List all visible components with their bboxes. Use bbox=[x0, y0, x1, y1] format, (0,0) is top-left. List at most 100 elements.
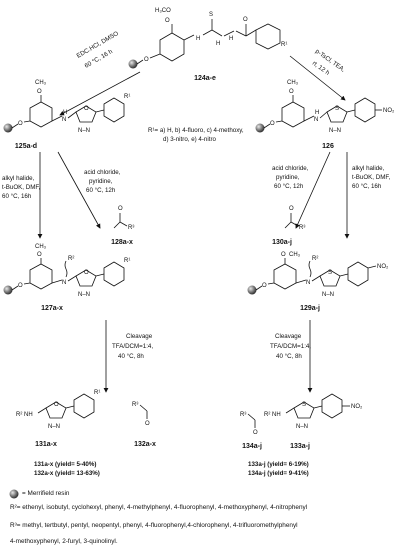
cond-acid-right-3: 60 °C, 12h bbox=[274, 183, 304, 190]
svg-text:R²: R² bbox=[16, 412, 22, 418]
label-125: 125a-d bbox=[15, 143, 37, 150]
svg-text:CH₃: CH₃ bbox=[289, 252, 301, 258]
compound-125: O O CH₃ H N O N–N R¹ 125a-d bbox=[3, 80, 130, 150]
svg-text:H: H bbox=[315, 110, 319, 116]
compound-132: R³ O 132a-x bbox=[132, 402, 156, 448]
svg-text:N–N: N–N bbox=[322, 292, 334, 298]
atom-hn: H bbox=[216, 41, 220, 47]
cond-acid-left-2: pyridine, bbox=[89, 178, 113, 185]
label-124: 124a-e bbox=[194, 75, 216, 82]
svg-text:O: O bbox=[37, 89, 42, 95]
svg-text:R²: R² bbox=[264, 412, 270, 418]
cond-alkyl-right-2: t-BuOK, DMF, bbox=[352, 174, 390, 181]
yield-133: 133a-j (yield= 6-19%) bbox=[248, 461, 309, 468]
svg-text:O: O bbox=[262, 283, 267, 289]
merrifield-resin-icon bbox=[247, 285, 257, 295]
svg-text:N–N: N–N bbox=[48, 424, 60, 430]
atom-o: O bbox=[144, 57, 149, 63]
arrow-124-to-126 bbox=[289, 55, 346, 101]
svg-text:NO₂: NO₂ bbox=[351, 404, 363, 410]
label-131: 131a-x bbox=[35, 441, 57, 448]
svg-text:CH₃: CH₃ bbox=[35, 80, 47, 86]
label-130: 130a-j bbox=[272, 239, 292, 246]
compound-128: O R³ 128a-x bbox=[111, 206, 134, 246]
cond-cleavage-right-1: Cleavage bbox=[275, 333, 302, 340]
label-134: 134a-j bbox=[242, 443, 262, 450]
compound-126: O O CH₃ H N S N–N NO₂ 126 bbox=[255, 80, 395, 150]
cond-cleavage-right-3: 40 °C, 8h bbox=[276, 353, 302, 360]
svg-text:NH: NH bbox=[24, 412, 33, 418]
svg-text:S: S bbox=[302, 402, 306, 408]
label-126: 126 bbox=[322, 143, 334, 150]
svg-text:N: N bbox=[314, 117, 318, 123]
svg-text:O: O bbox=[118, 206, 123, 212]
atom-r1: R¹ bbox=[281, 42, 287, 48]
svg-text:H: H bbox=[63, 110, 67, 116]
svg-text:N–N: N–N bbox=[78, 292, 90, 298]
yield-131: 131a-x (yield= 5-40%) bbox=[34, 461, 96, 468]
svg-text:O: O bbox=[18, 283, 23, 289]
svg-text:S: S bbox=[335, 106, 339, 112]
compound-131: R² NH O N–N R¹ 131a-x bbox=[16, 390, 100, 448]
svg-text:N–N: N–N bbox=[296, 424, 308, 430]
svg-text:N–N: N–N bbox=[329, 128, 341, 134]
cond-alkyl-right-3: 60 °C, 16h bbox=[352, 183, 382, 190]
merrifield-resin-icon bbox=[3, 123, 13, 133]
compound-124: O O H₃CO H S H H O R¹ 124a-e bbox=[128, 8, 287, 82]
svg-text:O: O bbox=[37, 252, 42, 258]
arrow-124-to-125 bbox=[59, 71, 141, 116]
legend-resin: = Merrifield resin bbox=[22, 490, 70, 497]
cond-acid-right-1: acid chloride, bbox=[272, 165, 309, 172]
merrifield-resin-icon bbox=[3, 285, 13, 295]
svg-text:NH: NH bbox=[272, 412, 281, 418]
compound-129: O O CH₃ N R² S N–N NO₂ 129a-j bbox=[247, 252, 389, 312]
svg-text:O: O bbox=[289, 206, 294, 212]
svg-text:CH₃: CH₃ bbox=[287, 80, 299, 86]
r1-definition-1: R¹= a) H, b) 4-fluoro, c) 4-methoxy, bbox=[148, 127, 244, 134]
svg-text:N: N bbox=[62, 280, 66, 286]
merrifield-resin-icon bbox=[255, 123, 265, 133]
svg-text:O: O bbox=[145, 421, 150, 427]
atom-o-carbonyl: O bbox=[243, 17, 248, 23]
yield-134: 134a-j (yield= 9-41%) bbox=[248, 470, 309, 477]
legend-r3-cont: 4-methoxyphenyl, 2-furyl, 3-quinolinyl. bbox=[10, 538, 118, 545]
cond-alkyl-right-1: alkyl halide, bbox=[352, 165, 385, 172]
cond-alkyl-left-2: t-BuOK, DMF, bbox=[2, 184, 40, 191]
cond-acid-left-3: 60 °C, 12h bbox=[86, 187, 116, 194]
cond-cleavage-left-1: Cleavage bbox=[126, 333, 153, 340]
merrifield-resin-icon bbox=[128, 59, 138, 69]
atom-o-methoxy: O bbox=[165, 18, 170, 24]
cond-cleavage-right-2: TFA/DCM=1:4, bbox=[270, 343, 311, 350]
label-133: 133a-j bbox=[290, 443, 310, 450]
svg-text:O: O bbox=[84, 270, 89, 276]
atom-h3co: H₃CO bbox=[155, 8, 171, 14]
cond-acid-left-1: acid chloride, bbox=[84, 169, 121, 176]
atom-hn2: H bbox=[229, 36, 233, 42]
yield-132: 132a-x (yield= 13-63%) bbox=[34, 470, 100, 477]
svg-text:N: N bbox=[62, 117, 66, 123]
cond-cleavage-left-2: TFA/DCM=1:4, bbox=[112, 343, 153, 350]
svg-text:O: O bbox=[281, 252, 286, 258]
svg-text:R³: R³ bbox=[128, 225, 134, 231]
svg-text:O: O bbox=[253, 430, 258, 436]
svg-text:R¹: R¹ bbox=[94, 390, 100, 396]
cond-alkyl-left-3: 60 °C, 16h bbox=[2, 193, 32, 200]
svg-text:R³: R³ bbox=[132, 402, 138, 408]
merrifield-resin-legend-icon bbox=[9, 489, 19, 499]
svg-text:N: N bbox=[306, 280, 310, 286]
r1-definition-2: d) 3-nitro, e) 4-nitro bbox=[163, 136, 217, 143]
svg-text:O: O bbox=[18, 121, 23, 127]
label-129: 129a-j bbox=[300, 305, 320, 312]
svg-text:NO₂: NO₂ bbox=[383, 108, 395, 114]
label-128: 128a-x bbox=[111, 239, 133, 246]
atom-nh: H bbox=[196, 36, 200, 42]
svg-text:CH₃: CH₃ bbox=[35, 244, 47, 250]
svg-text:R³: R³ bbox=[299, 225, 305, 231]
svg-text:O: O bbox=[54, 402, 59, 408]
svg-text:R³: R³ bbox=[240, 412, 246, 418]
svg-text:O: O bbox=[289, 89, 294, 95]
svg-text:R¹: R¹ bbox=[124, 94, 130, 100]
arrow-126-to-130 bbox=[295, 151, 331, 229]
compound-133: R² NH S N–N NO₂ 133a-j bbox=[264, 393, 363, 450]
